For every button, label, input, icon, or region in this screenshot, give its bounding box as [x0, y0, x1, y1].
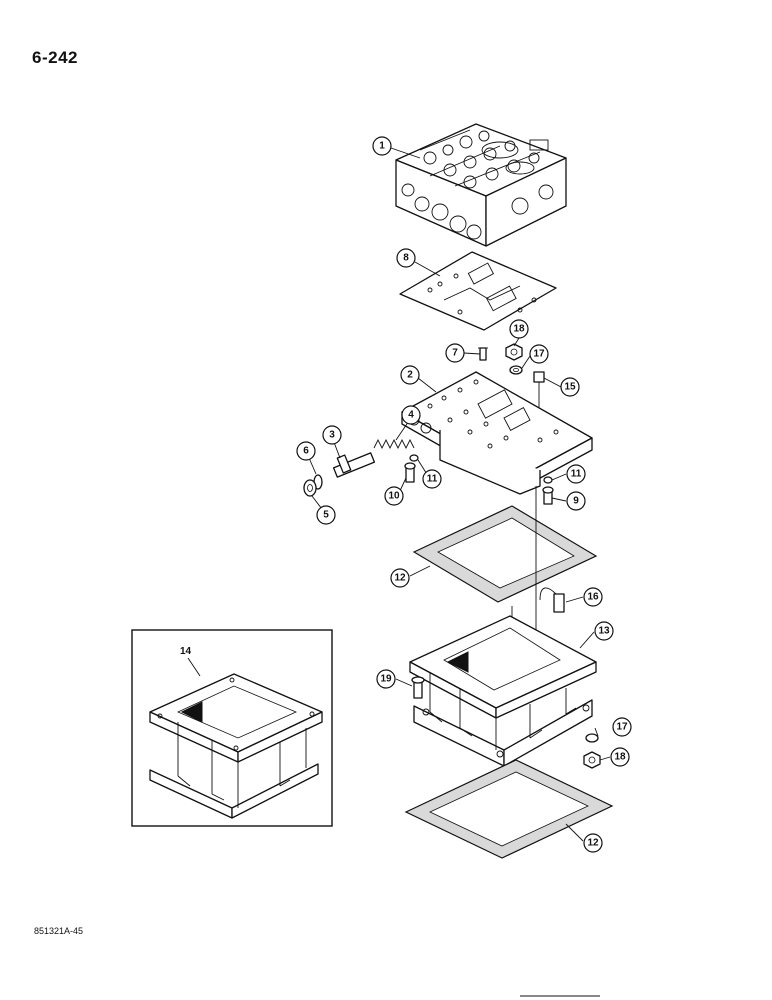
svg-text:12: 12 [587, 838, 599, 849]
svg-text:12: 12 [394, 573, 406, 584]
svg-text:6: 6 [303, 446, 309, 457]
callout-1: 1 [372, 136, 392, 156]
callout-13: 13 [594, 621, 614, 641]
spool-3 [332, 452, 376, 478]
callout-8: 8 [396, 248, 416, 268]
callout-6: 6 [296, 441, 316, 461]
page-number: 6-242 [32, 48, 78, 67]
inset-label-14: 14 [180, 646, 192, 657]
callout-7: 7 [445, 343, 465, 363]
svg-text:18: 18 [513, 324, 525, 335]
svg-text:3: 3 [329, 430, 335, 441]
svg-text:10: 10 [388, 491, 400, 502]
callout-19: 19 [376, 669, 396, 689]
svg-text:2: 2 [407, 370, 413, 381]
svg-text:8: 8 [403, 253, 409, 264]
control-valve-assembly [395, 123, 567, 247]
callout-4: 4 [401, 405, 421, 425]
svg-text:1: 1 [379, 141, 385, 152]
callout-11-right: 11 [566, 464, 586, 484]
svg-text:4: 4 [408, 410, 414, 421]
svg-text:11: 11 [571, 469, 582, 480]
bolt-9 [542, 486, 554, 505]
callout-12-upper: 12 [390, 568, 410, 588]
callout-15: 15 [560, 377, 580, 397]
callout-12-lower: 12 [583, 833, 603, 853]
svg-text:16: 16 [587, 592, 599, 603]
svg-text:13: 13 [598, 626, 610, 637]
bolt-19 [411, 676, 425, 699]
washer-17-lower [585, 733, 599, 743]
callout-3: 3 [322, 425, 342, 445]
svg-text:18: 18 [614, 752, 626, 763]
callout-16: 16 [583, 587, 603, 607]
callout-9: 9 [566, 491, 586, 511]
callout-2: 2 [400, 365, 420, 385]
gasket-12-upper [412, 505, 598, 603]
inset-panel: 14 [131, 629, 333, 827]
gasket-12-lower [404, 759, 614, 859]
callout-5: 5 [316, 505, 336, 525]
valve-housing [401, 371, 593, 495]
bolt-10 [404, 462, 416, 483]
catalog-code: 851321A-45 [34, 926, 84, 936]
nut-18-upper [505, 343, 523, 361]
svg-text:11: 11 [427, 474, 438, 485]
svg-text:17: 17 [533, 349, 545, 360]
bolt-16 [539, 587, 565, 613]
svg-text:17: 17 [616, 722, 628, 733]
svg-text:5: 5 [323, 510, 329, 521]
svg-text:19: 19 [380, 674, 392, 685]
spring-4 [373, 438, 415, 450]
svg-text:9: 9 [573, 496, 579, 507]
washer-11-left [409, 454, 419, 462]
washer-17-upper [509, 365, 523, 375]
callout-18-lower: 18 [610, 747, 630, 767]
callout-17-lower: 17 [612, 717, 632, 737]
callout-17-upper: 17 [529, 344, 549, 364]
callout-10: 10 [384, 486, 404, 506]
callout-11-left: 11 [422, 469, 442, 489]
svg-text:15: 15 [564, 382, 576, 393]
svg-text:7: 7 [452, 348, 458, 359]
callout-18-upper: 18 [509, 319, 529, 339]
spacer-housing [409, 615, 597, 767]
nut-18-lower [583, 751, 601, 769]
plug-5 [303, 479, 317, 497]
separator-plate [399, 251, 557, 331]
washer-11-right [543, 476, 553, 484]
